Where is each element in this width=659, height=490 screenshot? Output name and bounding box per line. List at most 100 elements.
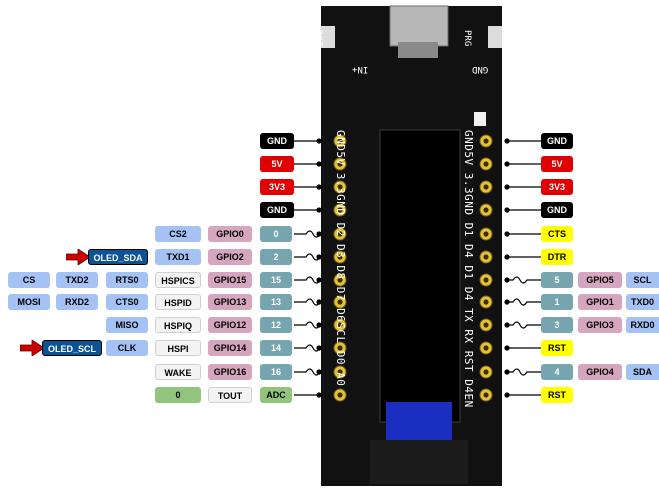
header-pin-hole xyxy=(483,231,489,237)
prg-button xyxy=(488,26,502,48)
txd2-label: TXD2 xyxy=(56,272,98,288)
header-pin-hole xyxy=(483,392,489,398)
header-pin-hole xyxy=(483,161,489,167)
sda-label: SDA xyxy=(626,364,659,380)
oled-scl-label: OLED_SCL xyxy=(42,340,102,356)
connector-line xyxy=(294,344,321,352)
connector-dot xyxy=(316,207,322,213)
connector-line xyxy=(507,368,541,376)
connector-dot xyxy=(504,277,510,283)
header-pin-hole xyxy=(483,207,489,213)
gpio12-label: GPIO12 xyxy=(208,317,252,333)
right-gnd-label-2: GND xyxy=(541,202,573,218)
header-pin-hole xyxy=(483,299,489,305)
connector-dot xyxy=(504,138,510,144)
antenna-area xyxy=(370,440,468,484)
scl-label: SCL xyxy=(626,272,659,288)
header-pin-hole xyxy=(337,299,343,305)
header-pin-hole xyxy=(483,184,489,190)
header-pin-hole xyxy=(483,369,489,375)
usb-housing xyxy=(398,42,438,58)
left-5v-label: 5V xyxy=(260,156,294,172)
connector-dot xyxy=(504,161,510,167)
pin-2-label: 2 xyxy=(260,249,292,265)
gpio3-label: GPIO3 xyxy=(578,317,622,333)
cts-label: CTS xyxy=(541,226,573,242)
arrow-right-icon xyxy=(66,249,90,265)
header-pin-hole xyxy=(483,254,489,260)
txd1-label: TXD1 xyxy=(155,249,201,265)
pin-1-label: 1 xyxy=(541,294,573,310)
gpio15-label: GPIO15 xyxy=(208,272,252,288)
connector-dot xyxy=(316,369,322,375)
connector-line xyxy=(294,321,321,329)
clk-label: CLK xyxy=(106,340,148,356)
hspi-label: HSPI xyxy=(155,340,201,356)
header-pin-hole xyxy=(337,369,343,375)
connector-line xyxy=(294,298,321,306)
connector-dot xyxy=(316,138,322,144)
oled-display xyxy=(379,129,461,423)
dtr-label: DTR xyxy=(541,249,573,265)
pin-0-label: 0 xyxy=(260,226,292,242)
gpio14-label: GPIO14 xyxy=(208,340,252,356)
connector-dot xyxy=(504,322,510,328)
pin-4-label: 4 xyxy=(541,364,573,380)
left-pin-header xyxy=(333,134,347,402)
left-gnd-label-2: GND xyxy=(260,202,294,218)
right-5v-label: 5V xyxy=(541,156,573,172)
rxd0-label: RXD0 xyxy=(626,317,659,333)
adc-zero-label: 0 xyxy=(155,387,201,403)
reset-button xyxy=(321,26,335,48)
gpio2-label: GPIO2 xyxy=(208,249,252,265)
right-pin-header xyxy=(479,134,493,402)
header-pin-hole xyxy=(337,138,343,144)
gpio16-label: GPIO16 xyxy=(208,364,252,380)
header-pin-hole xyxy=(483,138,489,144)
connector-line xyxy=(294,368,321,376)
rst-label-1: RST xyxy=(541,340,573,356)
usb-connector xyxy=(389,5,449,47)
connector-dot xyxy=(316,184,322,190)
pin-15-label: 15 xyxy=(260,272,292,288)
wake-label: WAKE xyxy=(155,364,201,380)
header-pin-hole xyxy=(337,392,343,398)
connector-line xyxy=(294,230,321,238)
cs-label: CS xyxy=(8,272,50,288)
header-pin-hole xyxy=(483,322,489,328)
connector-dot xyxy=(504,345,510,351)
pin-3-label: 3 xyxy=(541,317,573,333)
rst-label-2: RST xyxy=(541,387,573,403)
connector-dot xyxy=(316,392,322,398)
gpio0-label: GPIO0 xyxy=(208,226,252,242)
connector-dot xyxy=(316,277,322,283)
header-pin-hole xyxy=(337,207,343,213)
connector-dot xyxy=(316,161,322,167)
rxd2-label: RXD2 xyxy=(56,294,98,310)
rts0-label: RTS0 xyxy=(106,272,148,288)
cs2-label: CS2 xyxy=(155,226,201,242)
connector-dot xyxy=(504,254,510,260)
led xyxy=(474,112,486,126)
connector-dot xyxy=(504,299,510,305)
header-pin-hole xyxy=(337,277,343,283)
miso-label: MISO xyxy=(106,317,148,333)
cts0-label: CTS0 xyxy=(106,294,148,310)
connector-line xyxy=(507,321,541,329)
arrow-right-icon xyxy=(20,340,44,356)
gpio4-label: GPIO4 xyxy=(578,364,622,380)
header-pin-hole xyxy=(337,184,343,190)
pin-13-label: 13 xyxy=(260,294,292,310)
oled-sda-label: OLED_SDA xyxy=(88,249,148,265)
header-pin-hole xyxy=(483,277,489,283)
connector-dot xyxy=(316,254,322,260)
connector-line xyxy=(294,276,321,284)
connector-line xyxy=(507,298,541,306)
hspics-label: HSPICS xyxy=(155,272,201,288)
connector-line xyxy=(294,253,321,261)
txd0-label: TXD0 xyxy=(626,294,659,310)
header-pin-hole xyxy=(337,322,343,328)
header-pin-hole xyxy=(337,345,343,351)
